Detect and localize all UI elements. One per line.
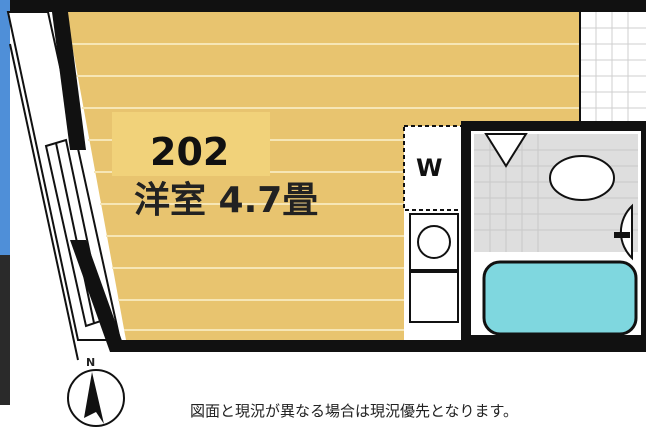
- room-label: 洋室 4.7畳: [134, 180, 319, 221]
- balcony-rail: [9, 43, 79, 361]
- outside-sky: [0, 0, 10, 255]
- washbasin-faucet: [614, 232, 630, 238]
- bathtub: [482, 260, 638, 336]
- disclaimer-text: 図面と現況が異なる場合は現況優先となります。: [190, 402, 519, 420]
- tile-grid-upper: [579, 12, 646, 126]
- toilet: [549, 155, 615, 201]
- closet-box: [403, 125, 467, 211]
- compass-north-label: N: [86, 356, 96, 369]
- door-swing: [484, 133, 528, 168]
- closet-label: W: [416, 154, 443, 182]
- outside-ground: [0, 255, 10, 405]
- sink-basin: [417, 225, 451, 259]
- walls: [10, 0, 646, 352]
- room-number-highlight: [112, 112, 270, 176]
- room-number: 202: [150, 130, 230, 174]
- room-floor: [66, 12, 580, 340]
- compass-icon: [67, 369, 125, 427]
- stove: [409, 271, 459, 323]
